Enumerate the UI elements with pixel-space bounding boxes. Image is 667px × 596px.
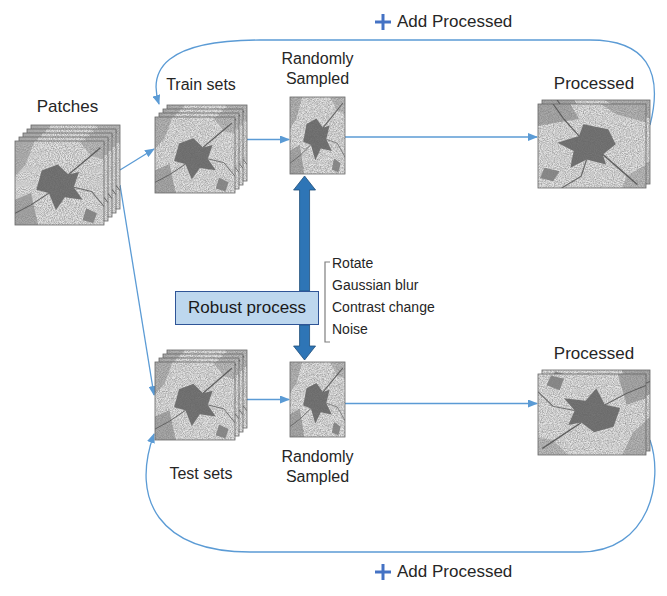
stack-heading: Processed	[554, 343, 634, 364]
image-stack: Train sets	[155, 105, 247, 193]
patch-content	[290, 97, 345, 174]
patch-texture	[290, 362, 345, 437]
stack-heading: Randomly Sampled	[272, 447, 364, 487]
process-option: Gaussian blur	[332, 277, 418, 293]
patch-image	[290, 362, 345, 437]
patch-image	[290, 97, 345, 174]
flow-arrow	[345, 403, 537, 404]
process-option: Contrast change	[332, 299, 435, 315]
patch-border	[538, 104, 646, 188]
process-option: Rotate	[332, 255, 373, 271]
patch-image	[538, 100, 650, 188]
patch-content	[155, 362, 235, 440]
box-text: Robust process	[188, 298, 306, 318]
patch-card	[290, 97, 345, 174]
image-stack: Randomly Sampled	[290, 362, 345, 437]
patch-texture	[538, 104, 646, 188]
flow-arrow	[247, 139, 289, 140]
patch-image	[155, 105, 247, 193]
stack-heading: Test sets	[169, 464, 232, 484]
patch-border	[290, 362, 345, 437]
patch-content	[538, 104, 646, 188]
stack-heading: Train sets	[166, 75, 236, 95]
patch-border	[538, 374, 646, 455]
patch-card	[290, 362, 345, 437]
plus-sign	[375, 564, 391, 580]
image-stack: Randomly Sampled	[290, 97, 345, 174]
flow-arrow	[345, 136, 537, 137]
patch-content	[538, 374, 646, 455]
plus-sign	[375, 14, 391, 30]
patch-card	[538, 374, 646, 455]
patch-texture	[538, 374, 646, 455]
image-stack: Processed	[538, 370, 650, 455]
image-stack: Patches	[15, 125, 120, 225]
flow-arrow	[247, 399, 289, 400]
image-stack: Test sets	[155, 350, 247, 440]
robust-arrow	[294, 176, 316, 291]
edge-label: Add Processed	[395, 562, 514, 582]
patch-image	[538, 370, 650, 455]
patch-texture	[290, 97, 345, 174]
patch-border	[155, 117, 235, 193]
edge-label: Add Processed	[395, 12, 514, 32]
patch-card	[155, 362, 235, 440]
patch-card	[15, 141, 104, 225]
patch-content	[290, 362, 345, 437]
patch-border	[15, 141, 104, 225]
patch-border	[290, 97, 345, 174]
robust-arrow	[294, 325, 316, 360]
patch-texture	[155, 362, 235, 440]
patch-content	[155, 117, 235, 193]
stack-heading: Randomly Sampled	[272, 49, 364, 89]
patch-card	[155, 117, 235, 193]
flow-arrow	[120, 149, 154, 170]
process-box: Robust process	[175, 291, 319, 325]
patch-texture	[155, 117, 235, 193]
bracket	[325, 262, 330, 342]
patch-image	[15, 125, 120, 225]
stack-heading: Patches	[37, 96, 98, 117]
patch-border	[155, 362, 235, 440]
patch-texture	[15, 141, 104, 225]
patch-content	[15, 141, 104, 225]
patch-card	[538, 104, 646, 188]
image-stack: Processed	[538, 100, 650, 188]
stack-heading: Processed	[554, 73, 634, 94]
patch-image	[155, 350, 247, 440]
flow-arrow	[120, 185, 154, 395]
process-option: Noise	[332, 321, 368, 337]
